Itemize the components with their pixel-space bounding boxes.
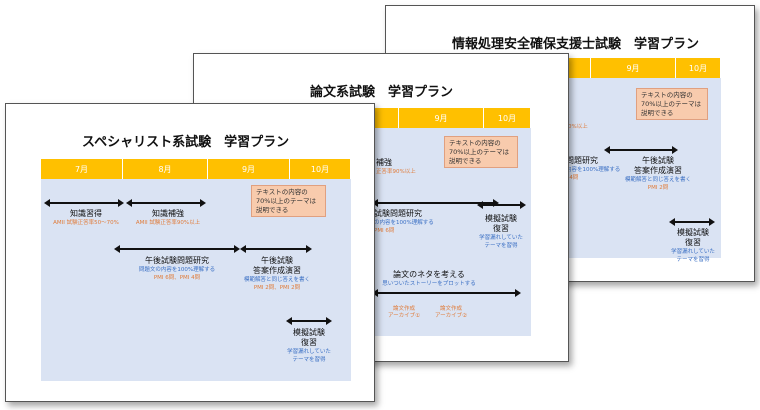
task-title: 復習 xyxy=(301,338,317,347)
goal-note: テキストの内容の 70%以上のテーマは 説明できる xyxy=(636,88,708,120)
task-knowledge-fragment: 補強 正答率90%以上 xyxy=(376,158,436,176)
month-cell: 9月 xyxy=(399,108,484,128)
task-pm-research-fragment: 問題研究 内容を100%理解する I 4問 xyxy=(566,156,621,182)
goal-note: テキストの内容の 70%以上のテーマは 説明できる xyxy=(444,136,518,168)
slide-specialist-plan: スペシャリスト系試験 学習プラン 7月 8月 9月 10月 テキストの内容の 7… xyxy=(5,103,375,402)
task-pm-writing: 午後試験 答案作成演習 模範解答と同じ答えを書く PMI 2問 xyxy=(618,156,698,192)
task-note: PMI 6問 xyxy=(374,228,395,234)
task-title: 午後試験 xyxy=(642,156,674,165)
month-bar: 9月 10月 xyxy=(566,58,721,78)
essay-archive-1: 論文作成 アーカイブ① xyxy=(387,306,421,319)
timeline-arrow xyxy=(372,289,521,297)
month-cell: 8月 xyxy=(123,159,208,179)
slide-security-plan: 情報処理安全確保支援士試験 学習プラン 9月 10月 テキストの内容の 70%以… xyxy=(385,5,755,282)
task-title: 模擬試験 xyxy=(485,214,517,223)
task-title: 模擬試験 xyxy=(293,328,325,337)
task-essay-ideas: 論文のネタを考える 思いついたストーリーをプロットする xyxy=(374,270,484,288)
month-cell: 7月 xyxy=(41,159,123,179)
task-title: 知識習得 xyxy=(70,209,102,218)
task-note: 学習漏れしていた xyxy=(671,249,715,255)
task-note: AMII 試験正答率50～70% xyxy=(53,220,119,226)
task-pm-research: 午後試験問題研究 問題文の内容を100%理解する PMI 6問、PMI 4問 xyxy=(116,256,238,282)
timeline-arrow xyxy=(286,317,332,325)
task-note: 模範解答と同じ答えを書く xyxy=(624,177,691,183)
task-title: 問題研究 xyxy=(566,156,598,165)
task-knowledge-acquisition: 知識習得 AMII 試験正答率50～70% xyxy=(36,209,136,227)
task-title: 復習 xyxy=(685,238,701,247)
task-title: 午後試験問題研究 xyxy=(145,256,209,265)
task-note: 内容を100%理解する xyxy=(566,167,621,173)
task-note: の内容を100%理解する xyxy=(374,220,434,226)
task-title: 論文のネタを考える xyxy=(393,270,465,279)
task-note: PMI 2問、PMI 2問 xyxy=(253,285,301,291)
timeline-arrow xyxy=(114,245,240,253)
timeline-arrow xyxy=(477,201,526,209)
task-note: 思いついたストーリーをプロットする xyxy=(382,281,476,287)
task-mock-exam: 模擬試験 復習 学習漏れしていた テーマを習得 xyxy=(462,214,540,250)
timeline-arrow xyxy=(126,199,206,207)
task-note: 正答率90%以上 xyxy=(376,169,416,175)
month-cell xyxy=(566,58,591,78)
task-pm-writing: 午後試験 答案作成演習 模範解答と同じ答えを書く PMI 2問、PMI 2問 xyxy=(236,256,318,292)
task-mock-exam: 模擬試験 復習 学習漏れしていた テーマを習得 xyxy=(654,228,732,264)
task-note: 学習漏れしていた xyxy=(479,235,523,241)
task-pm-research-fragment: 試験問題研究 の内容を100%理解する PMI 6問 xyxy=(374,209,464,235)
task-knowledge-reinforcement: 知識補強 AMII 試験正答率90%以上 xyxy=(118,209,218,227)
timeline-arrow xyxy=(669,218,715,226)
task-title: 答案作成演習 xyxy=(253,266,301,275)
month-cell xyxy=(374,108,399,128)
timeline-arrow xyxy=(240,245,312,253)
task-note: テーマを習得 xyxy=(292,357,326,363)
timeline-arrow xyxy=(44,199,124,207)
task-note: AMII 試験正答率90%以上 xyxy=(135,220,201,226)
task-note: 模範解答と同じ答えを書く xyxy=(243,277,310,283)
timeline-arrow xyxy=(372,199,499,207)
task-title: 答案作成演習 xyxy=(634,166,682,175)
task-mock-exam: 模擬試験 復習 学習漏れしていた テーマを習得 xyxy=(270,328,348,364)
month-cell: 10月 xyxy=(290,159,351,179)
timeline-arrow xyxy=(604,146,678,154)
task-title: 午後試験 xyxy=(261,256,293,265)
month-cell: 9月 xyxy=(591,58,676,78)
slide-title: 情報処理安全確保支援士試験 学習プラン xyxy=(452,37,700,52)
task-title: 復習 xyxy=(493,224,509,233)
task-title: 模擬試験 xyxy=(677,228,709,237)
essay-archive-2: 論文作成 アーカイブ② xyxy=(434,306,468,319)
slide-title: 論文系試験 学習プラン xyxy=(310,85,454,100)
month-bar: 9月 10月 xyxy=(374,108,531,128)
score-note: 0%以上 xyxy=(568,124,588,130)
task-note: PMI 2問 xyxy=(647,185,669,191)
month-cell: 10月 xyxy=(676,58,721,78)
task-note: 問題文の内容を100%理解する xyxy=(138,267,216,273)
slide-title: スペシャリスト系試験 学習プラン xyxy=(82,135,290,150)
month-cell: 10月 xyxy=(484,108,531,128)
task-note: テーマを習得 xyxy=(676,257,710,263)
month-bar: 7月 8月 9月 10月 xyxy=(41,159,351,179)
task-note: 学習漏れしていた xyxy=(287,349,331,355)
task-title: 試験問題研究 xyxy=(374,209,422,218)
task-note: PMI 6問、PMI 4問 xyxy=(153,275,201,281)
task-note: テーマを習得 xyxy=(484,243,518,249)
goal-note: テキストの内容の 70%以上のテーマは 説明できる xyxy=(251,185,326,217)
task-title: 知識補強 xyxy=(152,209,184,218)
task-note: I 4問 xyxy=(566,175,579,181)
month-cell: 9月 xyxy=(208,159,290,179)
task-title: 補強 xyxy=(376,158,392,167)
